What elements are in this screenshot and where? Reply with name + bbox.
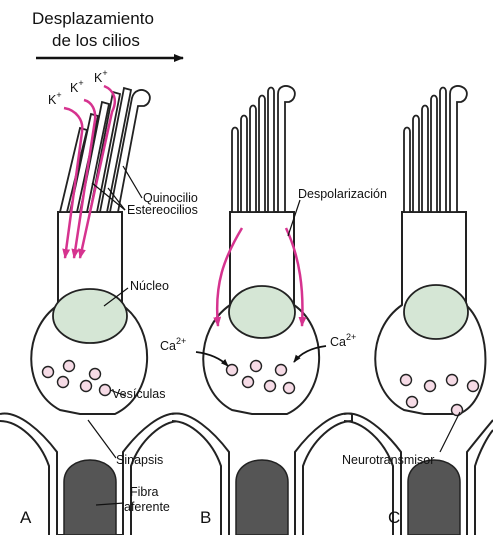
stereocilia-c (404, 88, 446, 213)
fiber-label-line-2: aferente (124, 500, 170, 514)
synapse-label: Sinapsis (116, 453, 163, 467)
nucleus-c (404, 285, 468, 339)
stereocilia-b (232, 88, 274, 213)
header-line-2: de los cilios (52, 31, 140, 50)
afferent-fiber-a (64, 460, 116, 535)
neurotransmitter-label: Neurotransmisor (342, 453, 434, 467)
vesicles-label: Vesículas (112, 387, 166, 401)
header-line-1: Desplazamiento (32, 9, 154, 28)
afferent-fiber-b (236, 460, 288, 535)
potassium-label-2: K+ (70, 78, 84, 95)
hair-cell-c: C (344, 86, 493, 535)
panel-label-b: B (200, 508, 211, 527)
kinocilium-pointer (123, 166, 142, 198)
depolarization-label: Despolarización (298, 187, 387, 201)
kinocilium-c (450, 86, 467, 212)
calcium-label-left: Ca2+ (160, 336, 186, 353)
calcium-label-right: Ca2+ (330, 332, 356, 349)
synapse-pointer (88, 420, 116, 458)
hair-cell-b: Ca2+ Ca2+ B (160, 86, 356, 535)
panel-label-c: C (388, 508, 400, 527)
fiber-label-line-1: Fibra (130, 485, 159, 499)
panel-label-a: A (20, 508, 32, 527)
stereocilia-label: Estereocilios (127, 203, 198, 217)
potassium-label-3: K+ (94, 68, 108, 85)
kinocilium-b (278, 86, 295, 212)
neurotransmitter-pointer (440, 412, 460, 452)
potassium-label-1: K+ (48, 90, 62, 107)
nucleus-label: Núcleo (130, 279, 169, 293)
afferent-fiber-c (408, 460, 460, 535)
nucleus-b (229, 286, 295, 338)
